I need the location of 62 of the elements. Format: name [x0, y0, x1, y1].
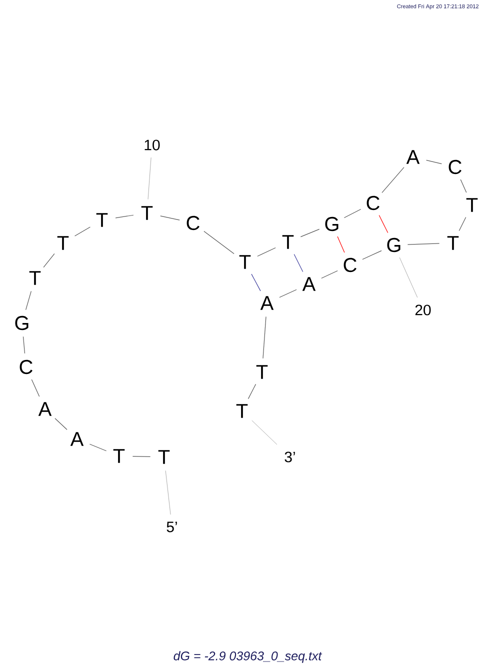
base-letter: T [466, 198, 478, 212]
base-letter: T [158, 450, 170, 464]
base-letter: T [239, 255, 251, 269]
position-number: 10 [144, 140, 160, 150]
backbone-line [426, 160, 442, 164]
base-pair-line [337, 236, 345, 253]
base-pair-line [378, 214, 388, 234]
backbone-line [22, 336, 26, 354]
position-number: 20 [415, 304, 431, 316]
strand-end-label: 3’ [284, 452, 295, 462]
base-letter: A [70, 432, 84, 446]
base-pair-line [294, 254, 304, 272]
base-letter: T [141, 206, 153, 220]
backbone-line [31, 379, 40, 397]
backbone-line [300, 228, 320, 238]
backbone-line [382, 167, 404, 193]
backbone-line [362, 250, 382, 260]
leader-line [252, 420, 278, 445]
base-letter: T [447, 236, 459, 250]
base-letter: A [302, 277, 316, 291]
base-letter: G [387, 238, 400, 252]
backbone-line [43, 253, 55, 268]
backbone-line [89, 444, 107, 452]
base-letter: T [256, 365, 268, 379]
base-letter: G [325, 216, 338, 232]
base-letter: A [260, 296, 274, 310]
backbone-line [54, 418, 68, 430]
base-letter: T [282, 235, 294, 249]
backbone-line [262, 316, 266, 359]
backbone-line [204, 230, 234, 254]
base-pair-line [251, 274, 261, 292]
leader-line [399, 257, 418, 298]
backbone-line [132, 456, 151, 457]
backbone-line [321, 270, 338, 279]
base-letter: A [38, 402, 52, 416]
base-letter: C [186, 216, 200, 230]
backbone-line [248, 384, 256, 400]
backbone-line [279, 289, 297, 298]
leader-line [165, 470, 171, 515]
base-letter: T [57, 236, 69, 250]
strand-end-label: 5’ [166, 522, 177, 532]
base-letter: T [236, 404, 248, 418]
base-letter: C [448, 160, 462, 174]
base-letter: C [344, 258, 356, 272]
backbone-line [115, 214, 134, 218]
base-letter: T [96, 213, 108, 227]
leader-line [148, 157, 152, 200]
backbone-line [407, 243, 440, 245]
backbone-line [26, 290, 32, 310]
caption: dG = -2.9 03963_0_seq.txt [174, 651, 322, 663]
backbone-line [344, 208, 362, 218]
backbone-line [257, 247, 276, 257]
base-letter: C [20, 360, 32, 374]
base-letter: T [113, 449, 125, 463]
backbone-line [160, 216, 180, 220]
backbone-line [458, 216, 466, 232]
base-letter: A [406, 150, 420, 164]
backbone-line [74, 226, 90, 236]
base-letter: T [29, 271, 41, 285]
backbone-line [460, 179, 467, 193]
base-letter: C [366, 196, 380, 210]
base-letter: G [15, 316, 28, 330]
